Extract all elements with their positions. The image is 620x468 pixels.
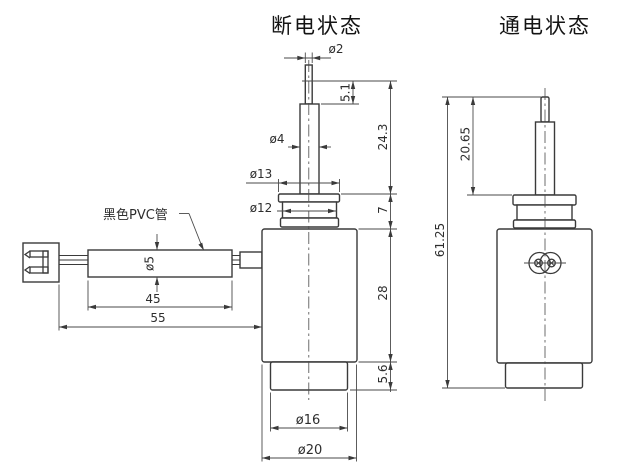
flange-ring xyxy=(279,217,340,228)
dim-plunger-extension-off: 24.3 xyxy=(376,124,390,151)
wire-grommet xyxy=(239,251,263,269)
pvc-tube-callout: 黑色PVC管 xyxy=(103,207,204,251)
svg-text:ø13: ø13 xyxy=(250,167,273,181)
dim-base-diameter: ø16 xyxy=(270,392,348,432)
dim-body-height: 28 xyxy=(376,285,390,300)
dim-total-height: 61.25 xyxy=(433,97,450,388)
dim-plunger-tip-diameter: ø2 xyxy=(284,42,343,63)
flange-ring xyxy=(512,219,577,229)
svg-text:45: 45 xyxy=(145,292,160,306)
dim-lead-length: 55 xyxy=(58,284,262,331)
svg-text:55: 55 xyxy=(150,311,165,325)
svg-text:ø2: ø2 xyxy=(329,42,344,56)
flange-neck xyxy=(516,204,573,221)
plunger-rod xyxy=(299,103,320,195)
svg-text:ø12: ø12 xyxy=(250,201,273,215)
svg-text:ø20: ø20 xyxy=(298,443,323,458)
title-energized: 通电状态 xyxy=(499,14,591,38)
svg-text:5.1: 5.1 xyxy=(339,83,353,102)
svg-text:ø4: ø4 xyxy=(270,132,285,146)
base-cap xyxy=(504,362,584,389)
dim-tube-length: 45 xyxy=(87,280,233,311)
title-deenergized: 断电状态 xyxy=(271,14,363,38)
dim-body-diameter: ø20 xyxy=(261,364,357,462)
dim-plunger-diameter: ø4 xyxy=(270,132,331,150)
dim-neck-diameter: ø12 xyxy=(250,201,337,215)
svg-text:ø16: ø16 xyxy=(296,413,321,428)
dim-flange-stack-height: 7 xyxy=(376,206,390,214)
svg-text:ø5: ø5 xyxy=(143,256,157,271)
dim-tip-groove-length: 5.1 xyxy=(302,80,397,105)
dim-flange-diameter: ø13 xyxy=(246,167,340,192)
svg-text:61.25: 61.25 xyxy=(433,223,447,257)
dim-right-column: 24.3 7 28 5.6 xyxy=(341,81,397,392)
pvc-tube-label: 黑色PVC管 xyxy=(103,207,168,223)
dim-tube-diameter: ø5 xyxy=(143,234,160,292)
coil-body xyxy=(496,228,593,364)
energized-view: 20.65 61.25 xyxy=(433,88,593,403)
dim-plunger-extension-on: 20.65 xyxy=(459,97,476,195)
mounting-flange xyxy=(512,194,577,206)
svg-text:20.65: 20.65 xyxy=(459,127,473,161)
deenergized-view: ø2 5.1 ø4 ø13 xyxy=(22,42,397,462)
dim-base-height: 5.6 xyxy=(376,364,390,383)
coil-body xyxy=(261,228,358,363)
connector-plug xyxy=(22,242,60,283)
pvc-tube xyxy=(87,249,233,278)
